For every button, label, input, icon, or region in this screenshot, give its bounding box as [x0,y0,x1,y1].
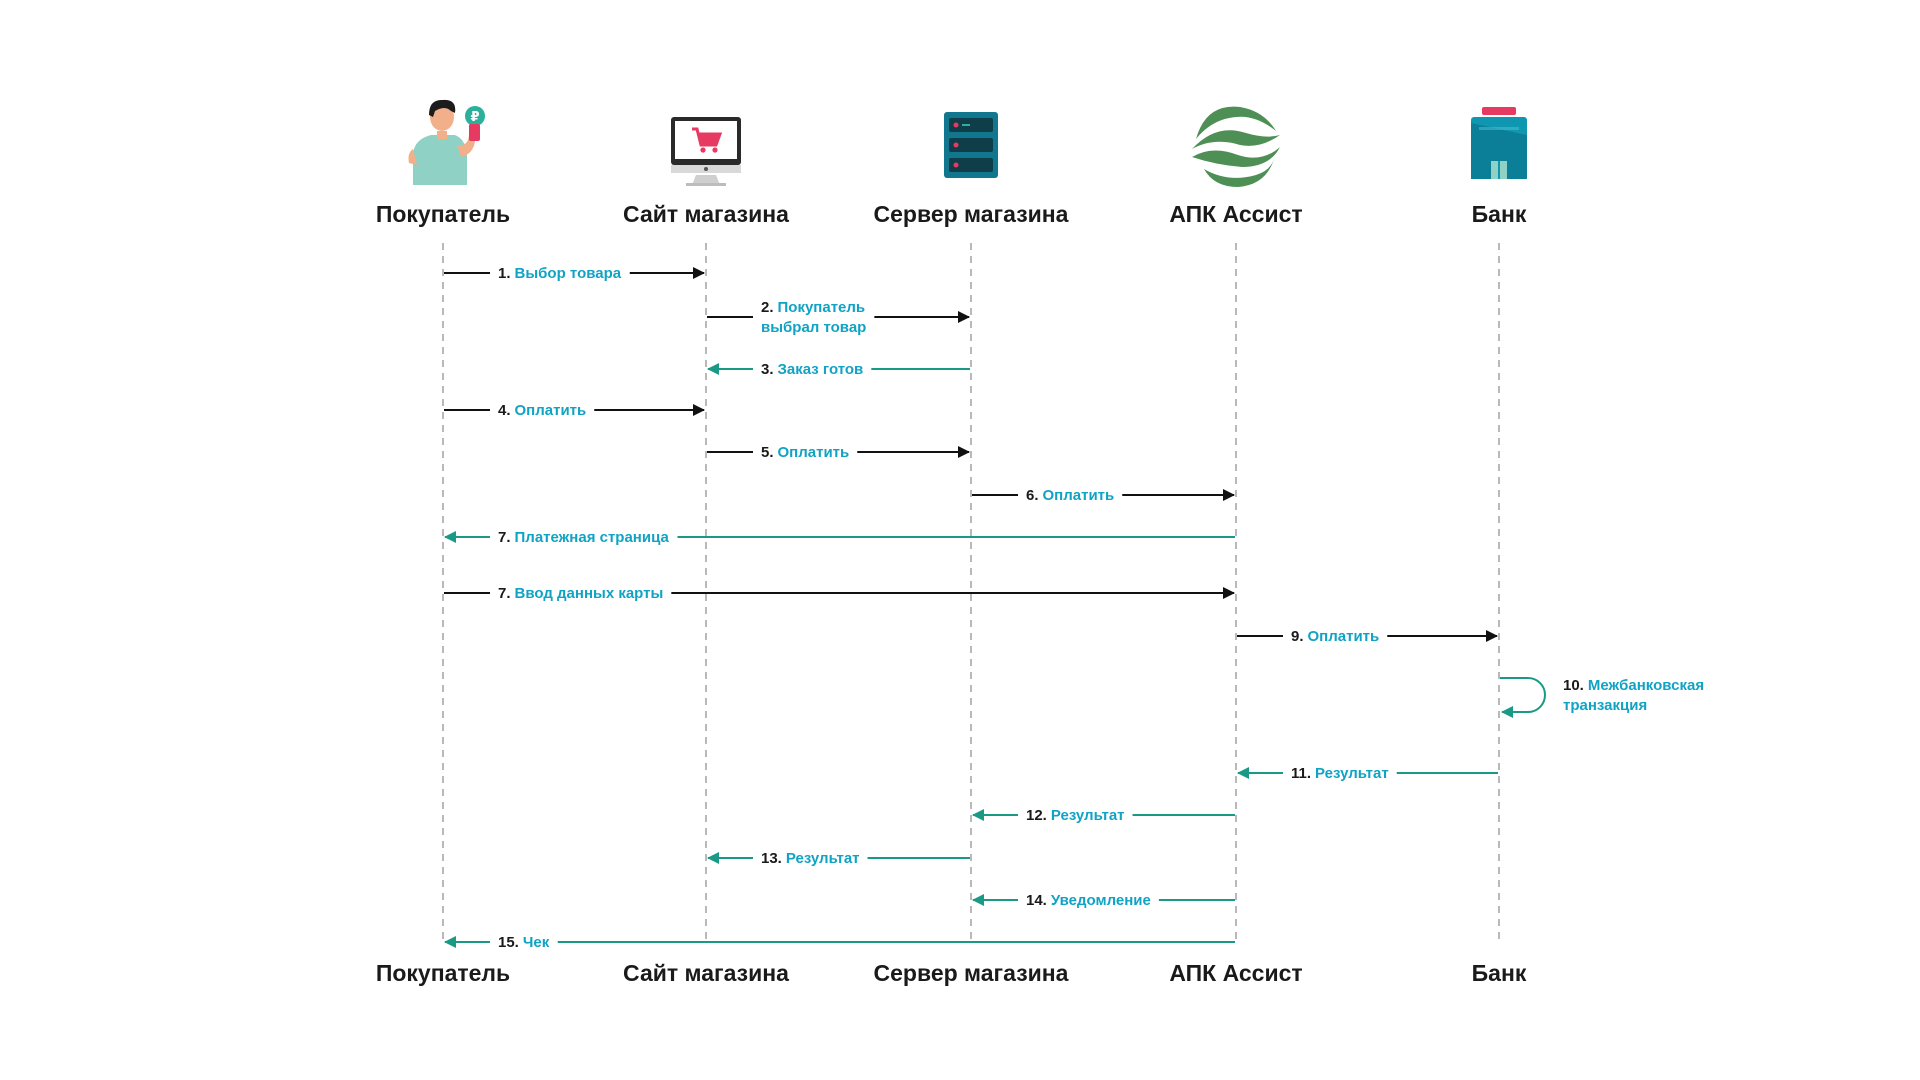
message-10: 10.Межбанковская транзакция [1500,677,1704,718]
message-number-1: 1. [498,265,511,282]
actor-label-bottom-bank: Банк [1472,960,1527,986]
message-label-15: 15.Чек [498,934,550,951]
message-label-14: 14.Уведомление [1026,892,1151,909]
message-6: 6.Оплатить [972,487,1235,504]
message-number-2: 2. [761,299,774,316]
actor-label-top-buyer: Покупатель [376,201,510,227]
message-text-4-1: Оплатить [515,402,587,419]
actor-label-top-bank: Банк [1472,201,1527,227]
message-13: 13.Результат [707,850,970,867]
message-number-6: 6. [1026,487,1039,504]
message-text-12-1: Результат [1051,807,1125,824]
buyer-icon: ₽ [408,99,485,185]
message-text-1-1: Выбор товара [515,265,622,282]
message-number-11: 11. [1291,765,1311,782]
message-text-7-1: Платежная страница [515,529,670,546]
message-11: 11.Результат [1237,765,1498,782]
message-label-8: 7.Ввод данных карты [498,585,663,602]
message-number-4: 4. [498,402,511,419]
message-text-14-1: Уведомление [1051,892,1151,909]
message-label-7: 7.Платежная страница [498,529,669,546]
online-shop-icon [671,117,741,186]
message-text-6-1: Оплатить [1043,487,1115,504]
actor-label-top-assist: АПК Ассист [1169,201,1302,227]
actor-label-top-server: Сервер магазина [874,201,1069,227]
message-number-13: 13. [761,850,782,867]
message-text-10-1: Межбанковская [1588,677,1704,694]
message-number-15: 15. [498,934,519,951]
messages-group: 1.Выбор товара 2.Покупатель выбрал товар 3.… [444,265,1704,951]
svg-text:₽: ₽ [470,110,479,125]
message-number-3: 3. [761,361,774,378]
message-3: 3.Заказ готов [707,361,970,378]
actor-label-bottom-server: Сервер магазина [874,960,1069,986]
message-label-10: 10.Межбанковская транзакция [1563,677,1704,714]
message-text-5-1: Оплатить [778,444,850,461]
message-text-2-1: Покупатель [778,299,866,316]
message-text-11-1: Результат [1315,765,1389,782]
message-1: 1.Выбор товара [444,265,705,282]
message-label-9: 9.Оплатить [1291,628,1379,645]
message-number-9: 9. [1291,628,1304,645]
message-15: 15.Чек [444,934,1235,951]
message-label-5: 5.Оплатить [761,444,849,461]
actor-label-bottom-buyer: Покупатель [376,960,510,986]
assist-logo-icon [1192,106,1280,187]
message-label-6: 6.Оплатить [1026,487,1114,504]
message-9: 9.Оплатить [1237,628,1498,645]
message-4: 4.Оплатить [444,402,705,419]
message-label-3: 3.Заказ готов [761,361,863,378]
bank-building-icon [1471,107,1527,179]
message-arrow-10 [1500,677,1546,718]
message-text-9-1: Оплатить [1308,628,1380,645]
message-label-12: 12.Результат [1026,807,1125,824]
message-label-13: 13.Результат [761,850,860,867]
message-text-10-2: транзакция [1563,697,1647,714]
message-text-8-1: Ввод данных карты [515,585,664,602]
message-5: 5.Оплатить [707,444,970,461]
message-14: 14.Уведомление [972,892,1235,909]
message-text-13-1: Результат [786,850,860,867]
message-label-11: 11.Результат [1291,765,1389,782]
message-12: 12.Результат [972,807,1235,824]
message-number-5: 5. [761,444,774,461]
message-label-4: 4.Оплатить [498,402,586,419]
message-7: 7.Платежная страница [444,529,1235,546]
message-number-10: 10. [1563,677,1584,694]
actor-label-bottom-site: Сайт магазина [623,960,789,986]
message-number-14: 14. [1026,892,1047,909]
message-number-8: 7. [498,585,511,602]
message-number-7: 7. [498,529,511,546]
message-number-12: 12. [1026,807,1047,824]
message-8: 7.Ввод данных карты [444,585,1235,602]
message-2: 2.Покупатель выбрал товар [707,299,970,336]
message-label-1: 1.Выбор товара [498,265,622,282]
message-text-15-1: Чек [523,934,550,951]
server-icon [944,112,998,178]
actor-label-top-site: Сайт магазина [623,201,789,227]
message-text-2-2: выбрал товар [761,319,866,336]
actor-label-bottom-assist: АПК Ассист [1169,960,1302,986]
message-text-3-1: Заказ готов [778,361,864,378]
message-label-2: 2.Покупатель выбрал товар [761,299,866,336]
